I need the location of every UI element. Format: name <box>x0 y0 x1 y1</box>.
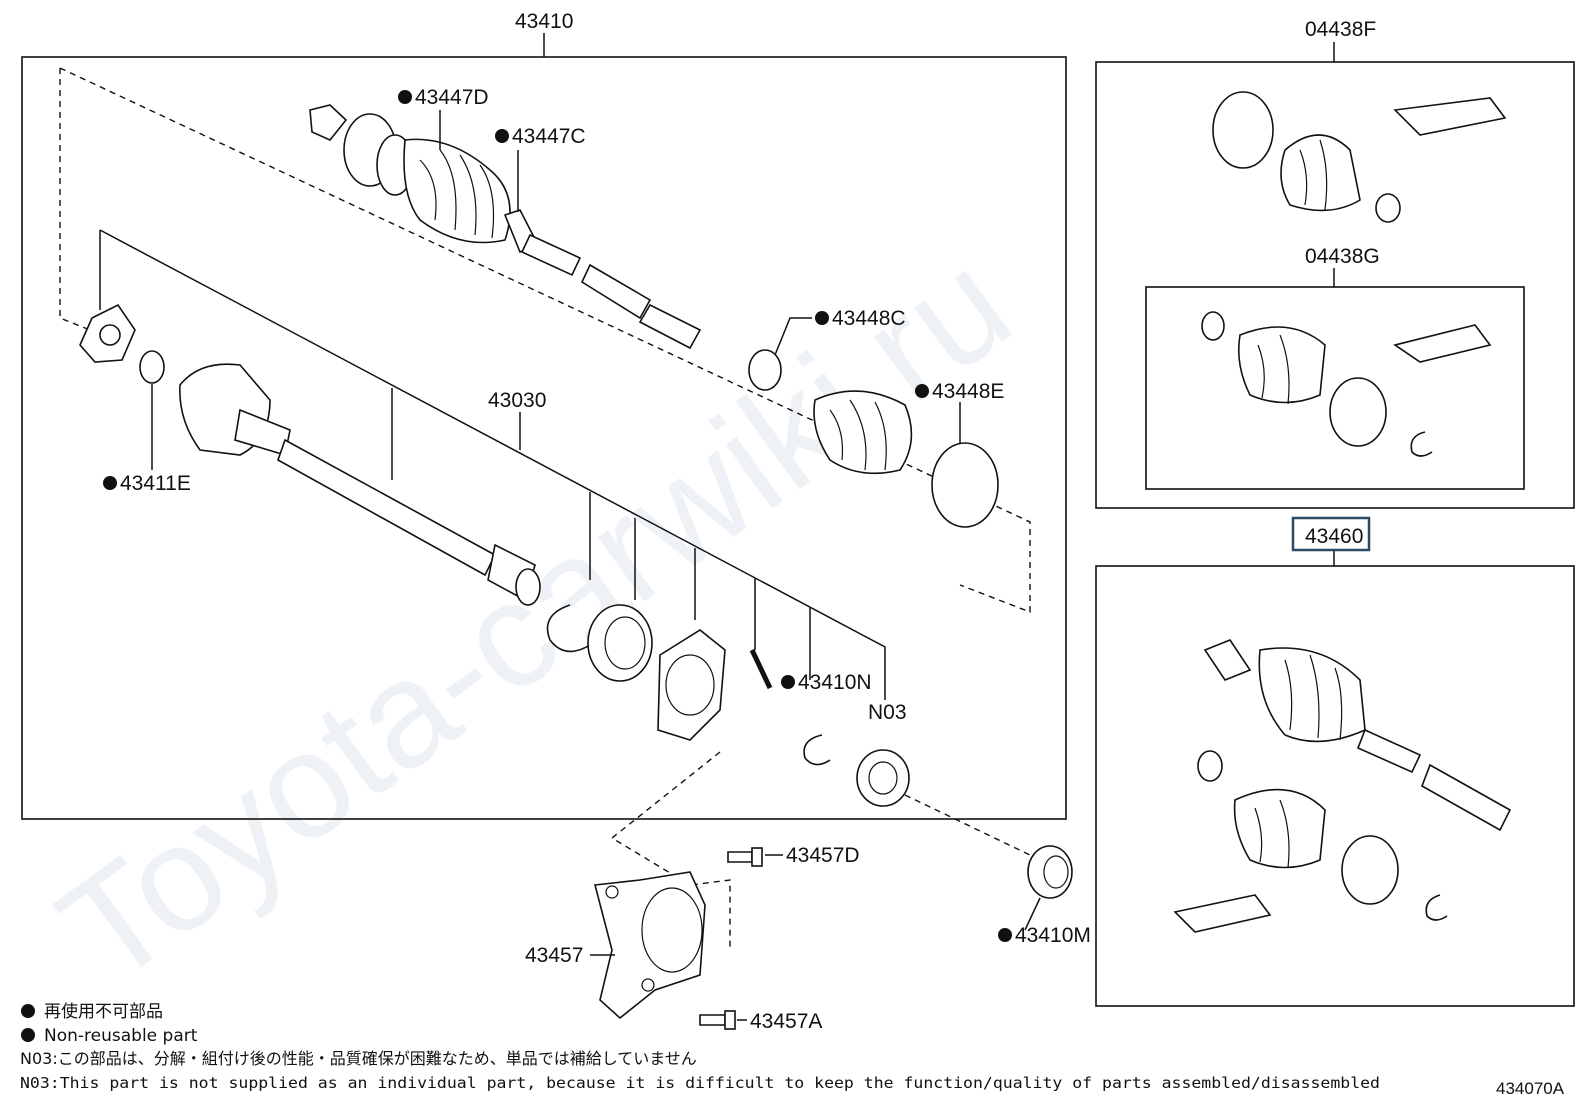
label-43457D[interactable]: 43457D <box>786 844 860 867</box>
pin-43410N[interactable] <box>749 648 773 690</box>
clamp-43448C[interactable] <box>748 349 782 391</box>
circlip[interactable] <box>546 604 591 653</box>
legend-en: Non-reusable part <box>44 1026 198 1046</box>
label-43410[interactable]: 43410 <box>515 10 573 33</box>
label-43447C[interactable]: 43447C <box>512 125 586 148</box>
legend-jp: 再使用不可部品 <box>44 1001 163 1022</box>
note-en: N03:This part is not supplied as an indi… <box>20 1074 1380 1092</box>
snap-ring-43411E[interactable] <box>139 350 165 384</box>
outboard-dashed-outline <box>59 67 1031 614</box>
label-43460[interactable]: 43460 <box>1305 525 1363 548</box>
tripod-joint[interactable] <box>79 303 136 363</box>
label-43457[interactable]: 43457 <box>525 944 583 967</box>
circlip-small[interactable] <box>803 734 831 766</box>
label-43030[interactable]: 43030 <box>488 389 546 412</box>
seal-43410M[interactable] <box>1027 845 1073 899</box>
group-box-43460 <box>1095 565 1575 1007</box>
bearing-housing[interactable] <box>657 629 726 741</box>
bolt-43457D[interactable] <box>727 847 763 867</box>
kit-04438G-parts <box>1201 311 1492 457</box>
kit-43460-parts <box>1173 639 1512 933</box>
bracket-43030 <box>99 229 886 700</box>
seal-N03[interactable] <box>856 749 910 807</box>
label-43410M[interactable]: 43410M <box>1015 924 1091 947</box>
group-box-04438G <box>1145 286 1525 490</box>
bearing[interactable] <box>587 604 653 682</box>
bolt-43457A[interactable] <box>699 1010 736 1030</box>
outboard-joint-shaft[interactable] <box>309 104 702 350</box>
highlight-43460 <box>1291 516 1371 552</box>
kit-04438F-parts <box>1212 91 1507 223</box>
clamp-large[interactable] <box>931 442 999 528</box>
label-43447D[interactable]: 43447D <box>415 86 489 109</box>
label-04438F[interactable]: 04438F <box>1305 18 1376 41</box>
figure-id: 434070A <box>1496 1079 1565 1098</box>
bracket-43457[interactable] <box>593 871 706 1020</box>
inboard-joint-shaft[interactable] <box>179 363 541 606</box>
label-N03[interactable]: N03 <box>868 701 907 724</box>
label-04438G[interactable]: 04438G <box>1305 245 1380 268</box>
boot[interactable] <box>813 390 913 475</box>
label-43448E[interactable]: 43448E <box>932 380 1004 403</box>
label-43410N[interactable]: 43410N <box>798 671 872 694</box>
label-43448C[interactable]: 43448C <box>832 307 906 330</box>
note-jp: N03:この部品は、分解・組付け後の性能・品質確保が困難なため、単品では補給して… <box>20 1049 697 1068</box>
watermark: Toyota-carwiki.ru <box>30 219 1039 1016</box>
group-box-04438F <box>1095 61 1575 509</box>
label-43411E[interactable]: 43411E <box>120 472 191 495</box>
label-43457A[interactable]: 43457A <box>750 1010 822 1033</box>
